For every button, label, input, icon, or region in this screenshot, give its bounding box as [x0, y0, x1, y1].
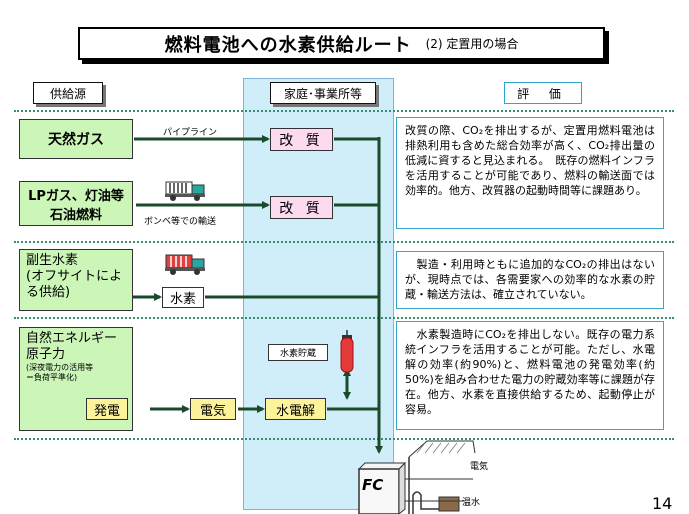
- renewable-line1: 自然エネルギー: [26, 331, 118, 346]
- reforming-label-1: 改 質: [279, 132, 324, 149]
- header-source: 供給源: [33, 82, 103, 104]
- power-generation-label: 発電: [93, 403, 120, 419]
- row-divider: [14, 317, 674, 319]
- electricity-box: 電気: [190, 398, 236, 420]
- electricity-label: 電気: [199, 403, 226, 419]
- electrolysis-box: 水電解: [265, 398, 326, 420]
- hot-water-label: 温水: [462, 498, 481, 508]
- fc-label: FC: [362, 476, 384, 494]
- source-byproduct-hydrogen: 副生水素 (オフサイトによ る供給): [19, 249, 133, 311]
- row-divider: [14, 438, 674, 440]
- row-divider: [14, 110, 674, 112]
- hydrogen-storage-box: 水素貯蔵: [268, 344, 328, 361]
- page-title: 燃料電池への水素供給ルート: [164, 34, 412, 56]
- renewable-note1: (深夜電力の活用等: [26, 363, 94, 372]
- hydrogen-truck-icon: [165, 254, 205, 275]
- source-lp-gas: LPガス、灯油等 石油燃料: [19, 181, 133, 226]
- page-subtitle: (2) 定置用の場合: [425, 37, 519, 51]
- reforming-label-2: 改 質: [279, 200, 324, 217]
- electrolysis-label: 水電解: [275, 403, 315, 419]
- house-fuel-cell-illustration: [357, 440, 476, 514]
- renewable-note2: ＝負荷平準化): [26, 373, 78, 382]
- hydrogen-cylinder-icon: [340, 330, 354, 373]
- evaluation-renewable: 水素製造時にCO₂を排出しない。既存の電力系統インフラを活用することが可能。ただ…: [396, 321, 664, 430]
- row-divider: [14, 241, 674, 243]
- hydrogen-storage-label: 水素貯蔵: [279, 349, 316, 359]
- byproduct-line1: 副生水素: [26, 253, 79, 268]
- header-evaluation: 評 価: [504, 82, 582, 104]
- hydrogen-box: 水素: [162, 287, 204, 308]
- header-home: 家庭･事業所等: [270, 82, 376, 104]
- page-number: 14: [652, 494, 673, 513]
- hydrogen-label: 水素: [169, 292, 196, 307]
- byproduct-line3: る供給): [26, 285, 71, 300]
- pipeline-label: パイプライン: [163, 128, 218, 138]
- title-box: 燃料電池への水素供給ルート (2) 定置用の場合: [78, 27, 605, 60]
- cylinder-transport-label: ボンベ等での輸送: [144, 217, 217, 227]
- source-natural-gas-label: 天然ガス: [48, 132, 104, 148]
- evaluation-reforming: 改質の際、CO₂を排出するが、定置用燃料電池は排熱利用も含めた総合効率が高く、C…: [396, 117, 664, 229]
- house-electricity-label: 電気: [470, 462, 489, 472]
- truck-icon: [165, 181, 205, 201]
- renewable-line2: 原子力: [26, 347, 66, 362]
- source-natural-gas: 天然ガス: [19, 119, 133, 159]
- source-lp-gas-line2: 石油燃料: [49, 207, 102, 223]
- evaluation-byproduct: 製造・利用時ともに追加的なCO₂の排出はないが、現時点では、各需要家への効率的な…: [396, 251, 664, 309]
- source-lp-gas-line1: LPガス、灯油等: [28, 188, 124, 204]
- reforming-box-1: 改 質: [270, 128, 333, 151]
- power-generation-box: 発電: [86, 398, 128, 420]
- reforming-box-2: 改 質: [270, 196, 333, 219]
- byproduct-line2: (オフサイトによ: [26, 269, 123, 284]
